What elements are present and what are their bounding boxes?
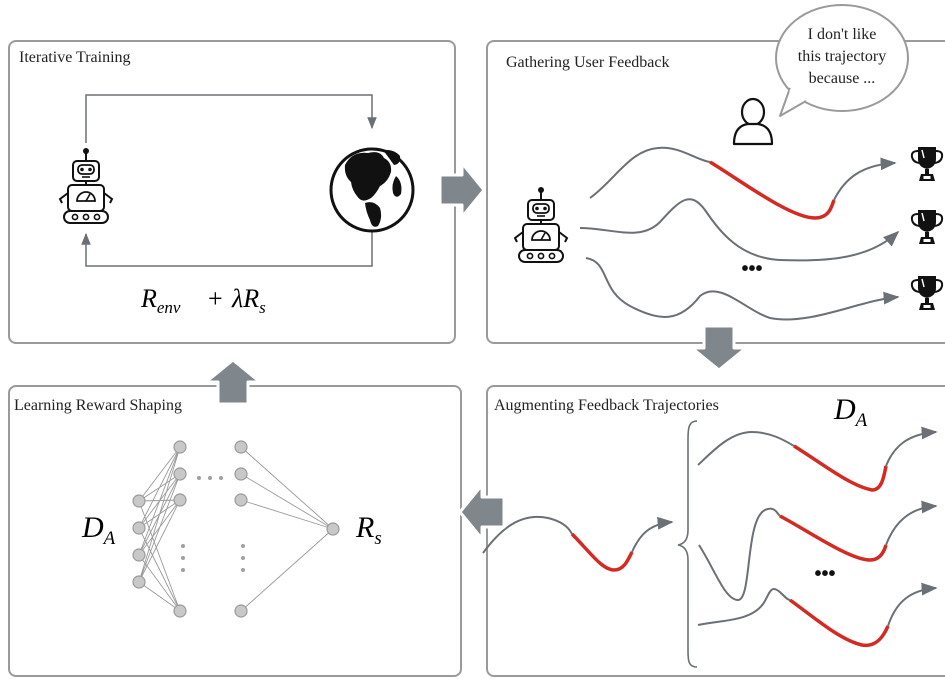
speech-bubble: I don't like this trajectory because ... [775,4,909,117]
ellipsis: ••• [814,563,835,585]
svg-text:λRs: λRs [231,284,266,317]
panel-learning-shaping: Learning Reward Shaping DA Rs [8,385,462,677]
nn-output-label: Rs [355,511,382,549]
ellipsis: ••• [741,258,762,280]
panel-title-learning-shaping: Learning Reward Shaping [14,397,182,414]
nn-ellipsis [181,476,245,572]
nn-input-label: DA [81,511,116,549]
bracket [677,420,698,668]
reward-formula: Renv + λRs [140,284,266,317]
augment-label: DA [833,393,868,431]
svg-text:this trajectory: this trajectory [798,48,886,65]
nn-edges [138,446,334,612]
svg-text:because ...: because ... [809,70,876,87]
svg-text:I don't like: I don't like [808,26,877,43]
loop-arrow-top [85,94,377,143]
panel-title-gathering-feedback: Gathering User Feedback [506,54,670,71]
svg-text:Renv: Renv [140,284,181,317]
svg-text:+: + [208,284,223,313]
globe-icon [329,147,415,233]
loop-arrow-bottom [81,232,373,267]
nn-nodes [132,440,340,618]
panel-iterative-training: Iterative Training Renv + λRs [8,40,456,344]
panel-title-iterative-training: Iterative Training [19,49,131,66]
panel-augmenting: Augmenting Feedback Trajectories DA ••• [482,385,945,677]
user-icon [732,97,774,146]
panel-gathering-feedback: Gathering User Feedback I don't like thi… [486,4,945,344]
panel-title-augmenting: Augmenting Feedback Trajectories [494,397,719,414]
